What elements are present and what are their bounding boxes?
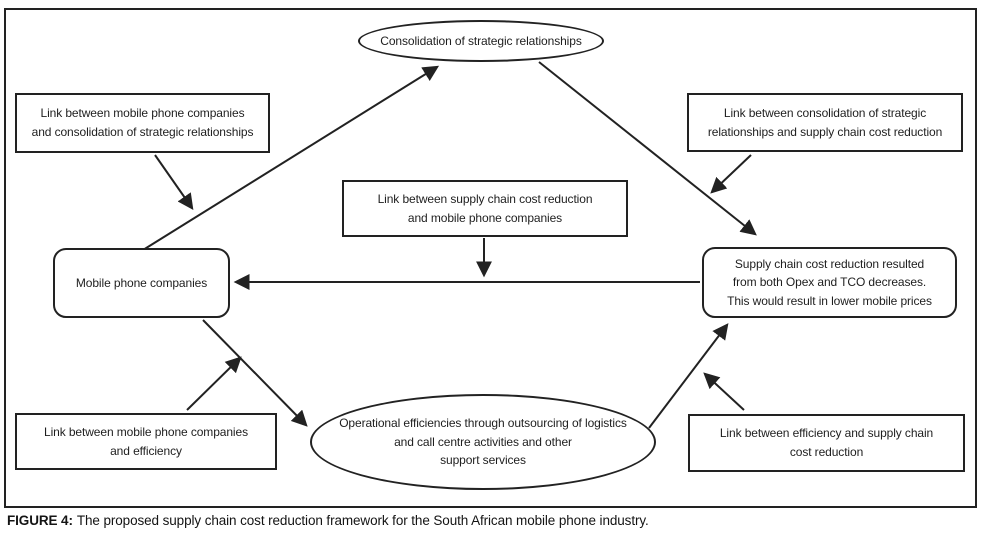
node-text: relationships and supply chain cost redu… [707,124,943,139]
node-text: cost reduction [789,445,864,459]
node-link-companies-efficiency: Link between mobile phone companies and … [15,413,277,470]
node-link-consolidation-reduction: Link between consolidation of strategic … [687,93,963,152]
node-link-reduction-companies: Link between supply chain cost reduction… [342,180,628,237]
node-text: Mobile phone companies [75,275,208,290]
node-text: Link between consolidation of strategic [723,105,927,120]
node-link-efficiency-reduction: Link between efficiency and supply chain… [688,414,965,472]
node-text: Link between efficiency and supply chain [719,426,934,441]
node-operational-efficiencies-ellipse: Operational efficiencies through outsour… [310,394,656,490]
node-text: Link between mobile phone companies [40,106,245,121]
node-text: Consolidation of strategic relationships [380,33,582,48]
node-link-companies-consolidation: Link between mobile phone companies and … [15,93,270,153]
node-mobile-phone-companies: Mobile phone companies [53,248,230,318]
node-supply-chain-cost-reduction: Supply chain cost reduction resulted fro… [702,247,957,318]
node-text: Link between mobile phone companies [44,424,248,439]
node-text: and efficiency [110,443,182,458]
node-text: and mobile phone companies [407,210,563,225]
figure-caption: FIGURE 4:The proposed supply chain cost … [7,513,649,528]
node-text: from both Opex and TCO decreases. [732,275,927,290]
node-consolidation-ellipse: Consolidation of strategic relationships [358,20,604,62]
figure-caption-label: FIGURE 4: [7,513,73,528]
node-text: and call centre activities and other [394,434,572,449]
node-text: and consolidation of strategic relations… [31,125,254,139]
node-text: support services [440,453,526,468]
figure-caption-text: The proposed supply chain cost reduction… [76,513,649,528]
node-text: Supply chain cost reduction resulted [734,256,925,271]
node-text: Link between supply chain cost reduction [377,191,593,206]
node-text: This would result in lower mobile prices [727,293,932,308]
node-text: Operational efficiencies through outsour… [339,416,627,431]
